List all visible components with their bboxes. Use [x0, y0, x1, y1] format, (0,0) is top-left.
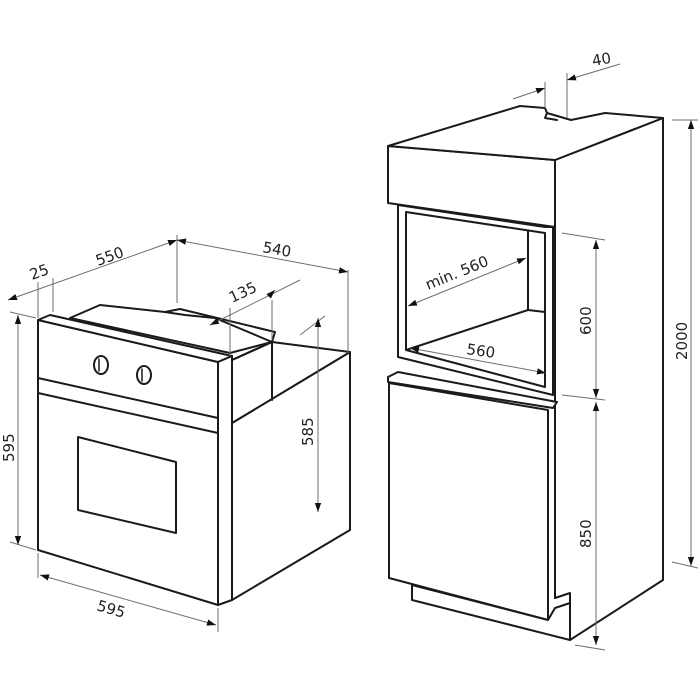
dim-line-595-width	[39, 574, 217, 626]
dim-line-560	[409, 346, 547, 375]
cabinet-side-panel	[554, 117, 664, 641]
dim-line-135	[209, 279, 301, 326]
dim-line-540	[176, 238, 349, 274]
cabinet-plinth	[411, 584, 571, 641]
dim-label-585: 585	[299, 417, 317, 446]
oven-door-window	[77, 436, 177, 534]
dim-label-595-height: 595	[0, 433, 18, 462]
dim-label-2000: 2000	[673, 322, 691, 360]
oven-front-right-edge	[217, 355, 233, 606]
cabinet-shelf	[387, 371, 558, 409]
dim-label-550: 550	[93, 243, 126, 270]
dim-label-40: 40	[591, 49, 613, 70]
dim-label-560: 560	[465, 340, 496, 362]
dim-line-min-560	[407, 257, 527, 307]
oven-top-strip	[69, 304, 273, 354]
oven-knob-left	[93, 355, 109, 375]
dim-line-40	[512, 87, 546, 100]
cabinet-top-surface	[387, 105, 664, 161]
dim-label-25: 25	[27, 260, 51, 283]
cabinet-drawing	[387, 105, 664, 641]
dim-label-850: 850	[577, 519, 595, 548]
oven-drawing	[37, 304, 351, 606]
oven-dimensions: 25 550 540 135 595 585 595	[0, 235, 349, 632]
dim-label-600: 600	[577, 306, 595, 335]
oven-knob-right	[136, 365, 152, 385]
dim-line-550	[7, 239, 178, 301]
dim-label-595-width: 595	[95, 597, 127, 622]
dim-label-540: 540	[261, 238, 292, 261]
